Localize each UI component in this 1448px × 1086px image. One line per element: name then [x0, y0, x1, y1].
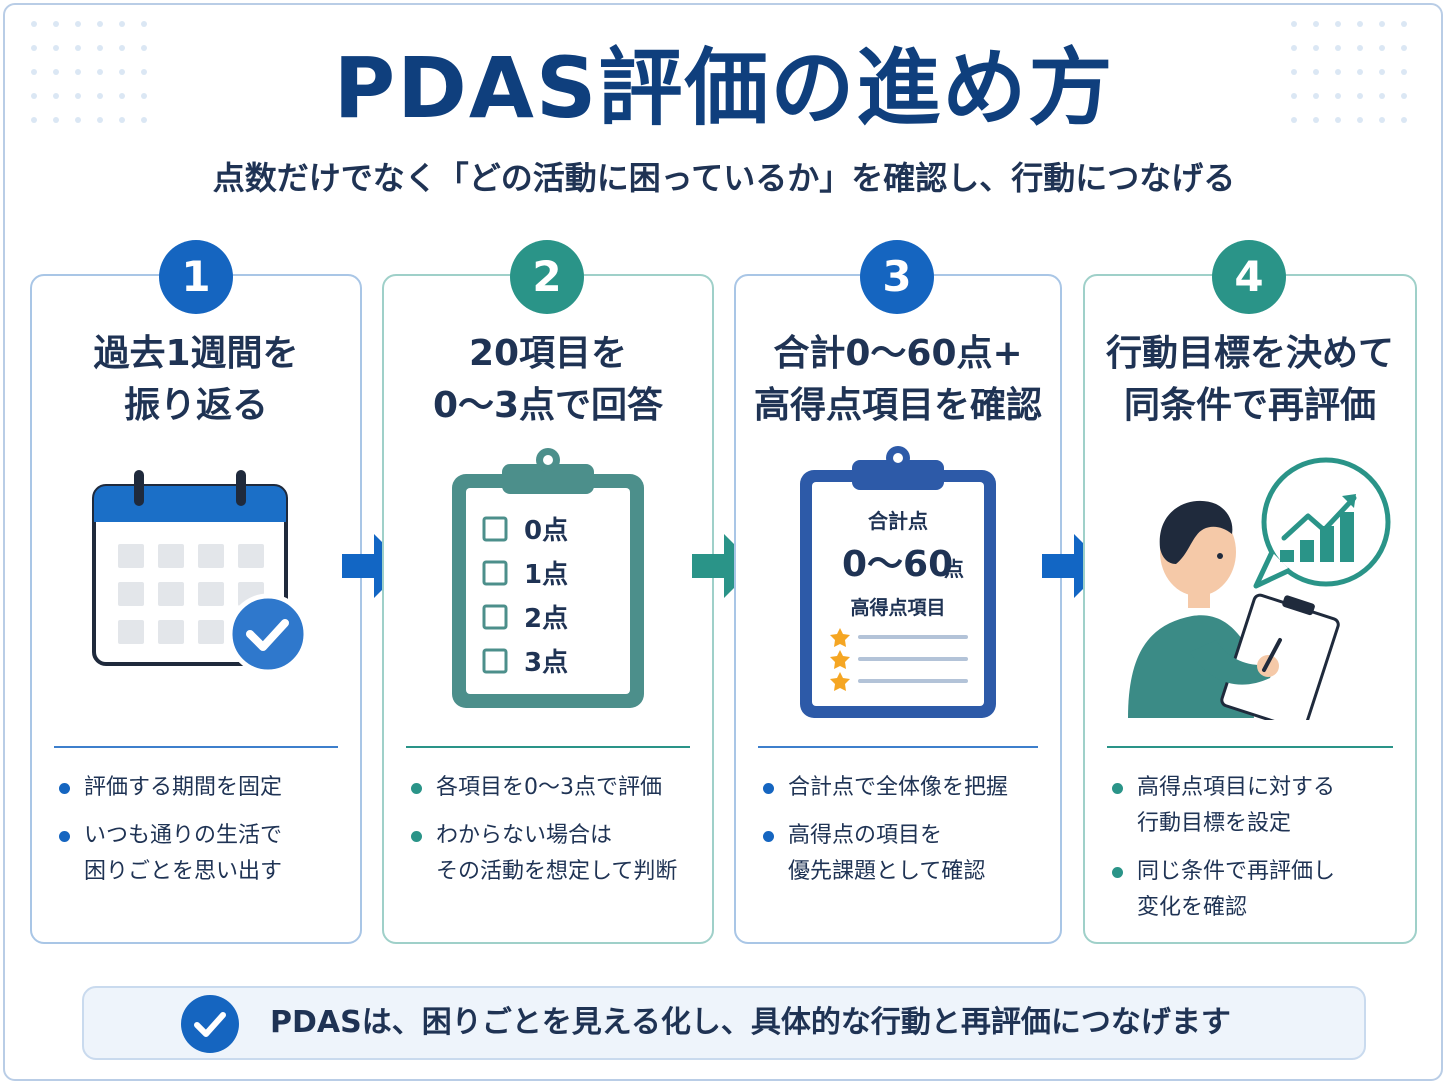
bullet-list: 評価する期間を固定 いつも通りの生活で 困りごとを思い出す	[54, 770, 350, 902]
check-circle-icon	[181, 995, 239, 1053]
star-icon	[830, 628, 850, 647]
step-number-badge: 4	[1212, 240, 1286, 314]
footer-message: PDASは、困りごとを見える化し、具体的な行動と再評価につなげます	[270, 1005, 1231, 1040]
dot-pattern-left	[31, 21, 147, 123]
step-number-badge: 2	[510, 240, 584, 314]
step-title: 行動目標を決めて 同条件で再評価	[1105, 333, 1394, 426]
divider	[406, 746, 690, 748]
list-item: いつも通りの生活で 困りごとを思い出す	[54, 818, 350, 890]
person-writing-chart-icon	[1128, 457, 1391, 720]
list-item: わからない場合は その活動を想定して判断	[406, 818, 702, 890]
bullet-text: 高得点項目に対する 行動目標を設定	[1137, 775, 1336, 836]
bullet-list: 高得点項目に対する 行動目標を設定 同じ条件で再評価し 変化を確認	[1107, 770, 1405, 938]
bullet-text: 高得点の項目を 優先課題として確認	[788, 823, 986, 884]
bullet-text: 合計点で全体像を把握	[788, 775, 1009, 800]
dot-pattern-right	[1291, 21, 1407, 123]
step-number-badge: 3	[860, 240, 934, 314]
page-title: PDAS評価の進め方	[333, 39, 1115, 137]
checklist-item: 1点	[524, 559, 568, 590]
high-items-label: 高得点項目	[850, 596, 945, 619]
calendar-check-icon	[92, 470, 309, 675]
score-unit: 点	[944, 557, 964, 581]
footer-banner: PDASは、困りごとを見える化し、具体的な行動と再評価につなげます	[82, 986, 1366, 1060]
bullet-list: 各項目を0〜3点で評価 わからない場合は その活動を想定して判断	[406, 770, 702, 902]
checklist-item: 2点	[524, 603, 568, 634]
bullet-text: わからない場合は その活動を想定して判断	[436, 823, 678, 884]
star-icon	[830, 672, 850, 691]
score-range: 0〜60	[842, 544, 953, 585]
checklist-item: 3点	[524, 647, 568, 678]
step-number-badge: 1	[159, 240, 233, 314]
step-title: 合計0〜60点+ 高得点項目を確認	[753, 333, 1042, 426]
divider	[758, 746, 1038, 748]
star-icon	[830, 650, 850, 669]
bullet-text: 評価する期間を固定	[84, 775, 283, 800]
list-item: 評価する期間を固定	[54, 770, 350, 806]
bullet-text: 同じ条件で再評価し 変化を確認	[1137, 859, 1336, 920]
list-item: 各項目を0〜3点で評価	[406, 770, 702, 806]
clipboard-score-icon: 合計点 0〜60 点 高得点項目	[800, 446, 996, 718]
divider	[1107, 746, 1393, 748]
list-item: 同じ条件で再評価し 変化を確認	[1107, 854, 1405, 926]
bullet-text: 各項目を0〜3点で評価	[436, 775, 662, 800]
bullet-text: いつも通りの生活で 困りごとを思い出す	[84, 823, 283, 884]
clipboard-checklist-icon: 0点 1点 2点 3点	[452, 448, 644, 708]
list-item: 高得点の項目を 優先課題として確認	[758, 818, 1050, 890]
list-item: 高得点項目に対する 行動目標を設定	[1107, 770, 1405, 842]
step-title: 20項目を 0〜3点で回答	[432, 333, 664, 426]
total-label: 合計点	[868, 509, 928, 533]
divider	[54, 746, 338, 748]
step-title: 過去1週間を 振り返る	[93, 333, 299, 426]
bullet-list: 合計点で全体像を把握 高得点の項目を 優先課題として確認	[758, 770, 1050, 902]
list-item: 合計点で全体像を把握	[758, 770, 1050, 806]
page-subtitle: 点数だけでなく「どの活動に困っているか」を確認し、行動につなげる	[212, 159, 1236, 197]
checklist-item: 0点	[524, 515, 568, 546]
